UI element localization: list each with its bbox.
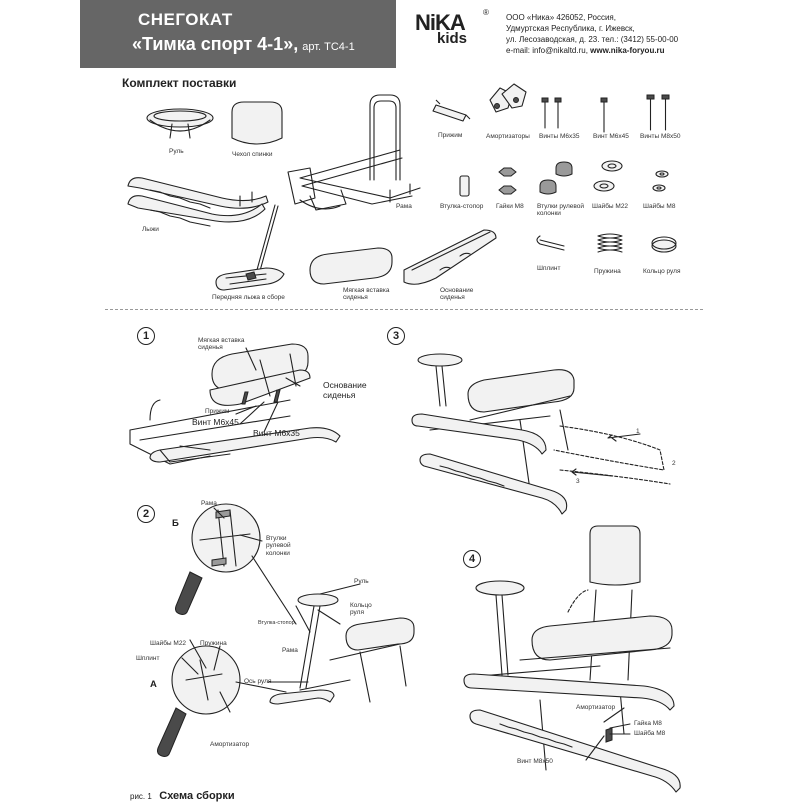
s2-spring-label: Пружина [200, 640, 227, 647]
kit-back-cover-label: Чехол спинки [232, 151, 273, 158]
title-banner: СНЕГОКАТ «Тимка спорт 4-1»,арт. ТС4-1 [80, 0, 396, 68]
leader-lines [181, 347, 631, 761]
s4-screw-label: Винт М8х50 [517, 758, 553, 765]
s3-arrow-3: 3 [576, 478, 580, 485]
kit-skis-drawing [127, 177, 269, 227]
kit-washers-m22-label: Шайбы М22 [592, 203, 629, 210]
kit-washers-m22-drawing [593, 160, 623, 192]
step-1-number: 1 [137, 327, 155, 345]
s2-axis-label: Ось руля [244, 678, 272, 685]
s1-screw45-label: Винт М6х45 [192, 417, 239, 427]
kit-bushing-stop-drawing [459, 175, 470, 197]
kit-clamp-drawing [432, 99, 471, 122]
kit-wheel-drawing [146, 108, 214, 139]
logo-registered: ® [483, 8, 489, 17]
s2-wheel-label: Руль [354, 578, 369, 585]
kit-screw-m6x35-label: Винты М6х35 [539, 133, 580, 140]
kit-seat-base-drawing [403, 229, 497, 285]
kit-spring-drawing [597, 233, 623, 253]
kit-nuts-m8-label: Гайки М8 [496, 203, 524, 210]
figure-title: Схема сборки [159, 790, 235, 802]
kit-nuts-drawing [498, 167, 517, 195]
s2-cotter-label: Шплинт [136, 655, 160, 662]
article-number: арт. ТС4-1 [302, 41, 355, 53]
s2-letter-a: А [150, 679, 157, 690]
contact-line-2: Удмуртская Республика, г. Ижевск, [506, 24, 635, 33]
kit-frame-drawing [287, 94, 421, 211]
contact-info: ООО «Ника» 426052, Россия, Удмуртская Ре… [506, 12, 678, 56]
kit-frame-label: Рама [396, 203, 412, 210]
kit-washers-m8-drawing [652, 170, 669, 192]
kit-spring-label: Пружина [594, 268, 621, 275]
figure-number: рис. 1 [130, 792, 152, 801]
product-name: «Тимка спорт 4-1», [132, 34, 299, 54]
logo-sub: kids [437, 30, 468, 47]
title-line-1: СНЕГОКАТ [138, 10, 233, 29]
s4-washer-label: Шайба М8 [634, 730, 666, 737]
s1-clamp-label: Прижим [205, 408, 230, 415]
s2-frame-label: Рама [201, 500, 217, 507]
step-4-number: 4 [463, 550, 481, 568]
s2-stop-label: Втулка-стопор [258, 620, 295, 626]
contact-email: e-mail: info@nikaltd.ru, [506, 46, 588, 55]
s2-washers-label: Шайбы М22 [150, 640, 187, 647]
kit-front-ski-label: Передняя лыжа в сборе [212, 294, 285, 301]
kit-cotter-drawing [536, 235, 565, 251]
brand-logo: NiKA kids ® [415, 8, 495, 50]
kit-shock-drawing [489, 83, 527, 113]
kit-column-bushings-drawing [539, 161, 573, 195]
kit-screw-m6x45-label: Винт М6х45 [593, 133, 629, 140]
s3-arrow-2: 2 [672, 460, 676, 467]
s1-screw35-label: Винт М6х35 [253, 428, 300, 438]
kit-shock-label: Амортизаторы [486, 133, 530, 140]
kit-cotter-label: Шплинт [537, 265, 561, 272]
step1-drawing [129, 343, 341, 465]
contact-line-3: ул. Лесозаводская, д. 23. тел.: (3412) 5… [506, 35, 679, 44]
s3-arrow-1: 1 [636, 428, 640, 435]
s4-shock-label: Амортизатор [576, 704, 616, 711]
logo-wordmark: NiKA [415, 10, 466, 35]
step4-drawing [463, 525, 681, 793]
s2-shock-label: Амортизатор [210, 741, 250, 748]
kit-front-ski-drawing [215, 204, 285, 291]
kit-soft-seat-drawing [309, 247, 393, 285]
step3-drawing [411, 353, 671, 515]
step-3-number: 3 [387, 327, 405, 345]
figure-caption: рис. 1 Схема сборки [130, 786, 235, 804]
s2-letter-b: Б [172, 518, 179, 529]
kit-wheel-ring-label: Кольцо руля [643, 268, 681, 275]
kit-screw-m8x50-label: Винты М8х50 [640, 133, 681, 140]
s4-nut-label: Гайка М8 [634, 720, 662, 727]
kit-wheel-ring-drawing [651, 236, 677, 253]
title-line-2: «Тимка спорт 4-1»,арт. ТС4-1 [132, 34, 355, 55]
kit-back-cover-drawing [231, 101, 283, 145]
contact-line-1: ООО «Ника» 426052, Россия, [506, 13, 616, 22]
kit-bushing-stop-label: Втулка-стопор [440, 203, 484, 210]
kit-clamp-label: Прижим [438, 132, 463, 139]
kit-heading: Комплект поставки [122, 76, 237, 90]
contact-line-4: e-mail: info@nikaltd.ru, www.nika-foryou… [506, 45, 678, 56]
kit-washers-m8-label: Шайбы М8 [643, 203, 676, 210]
step-2-number: 2 [137, 505, 155, 523]
kit-screws-drawing [541, 94, 670, 133]
section-divider [105, 309, 703, 310]
kit-skis-label: Лыжи [142, 226, 159, 233]
s2-frame2-label: Рама [282, 647, 298, 654]
contact-website: www.nika-foryou.ru [590, 46, 665, 55]
kit-wheel-label: Руль [169, 148, 184, 155]
